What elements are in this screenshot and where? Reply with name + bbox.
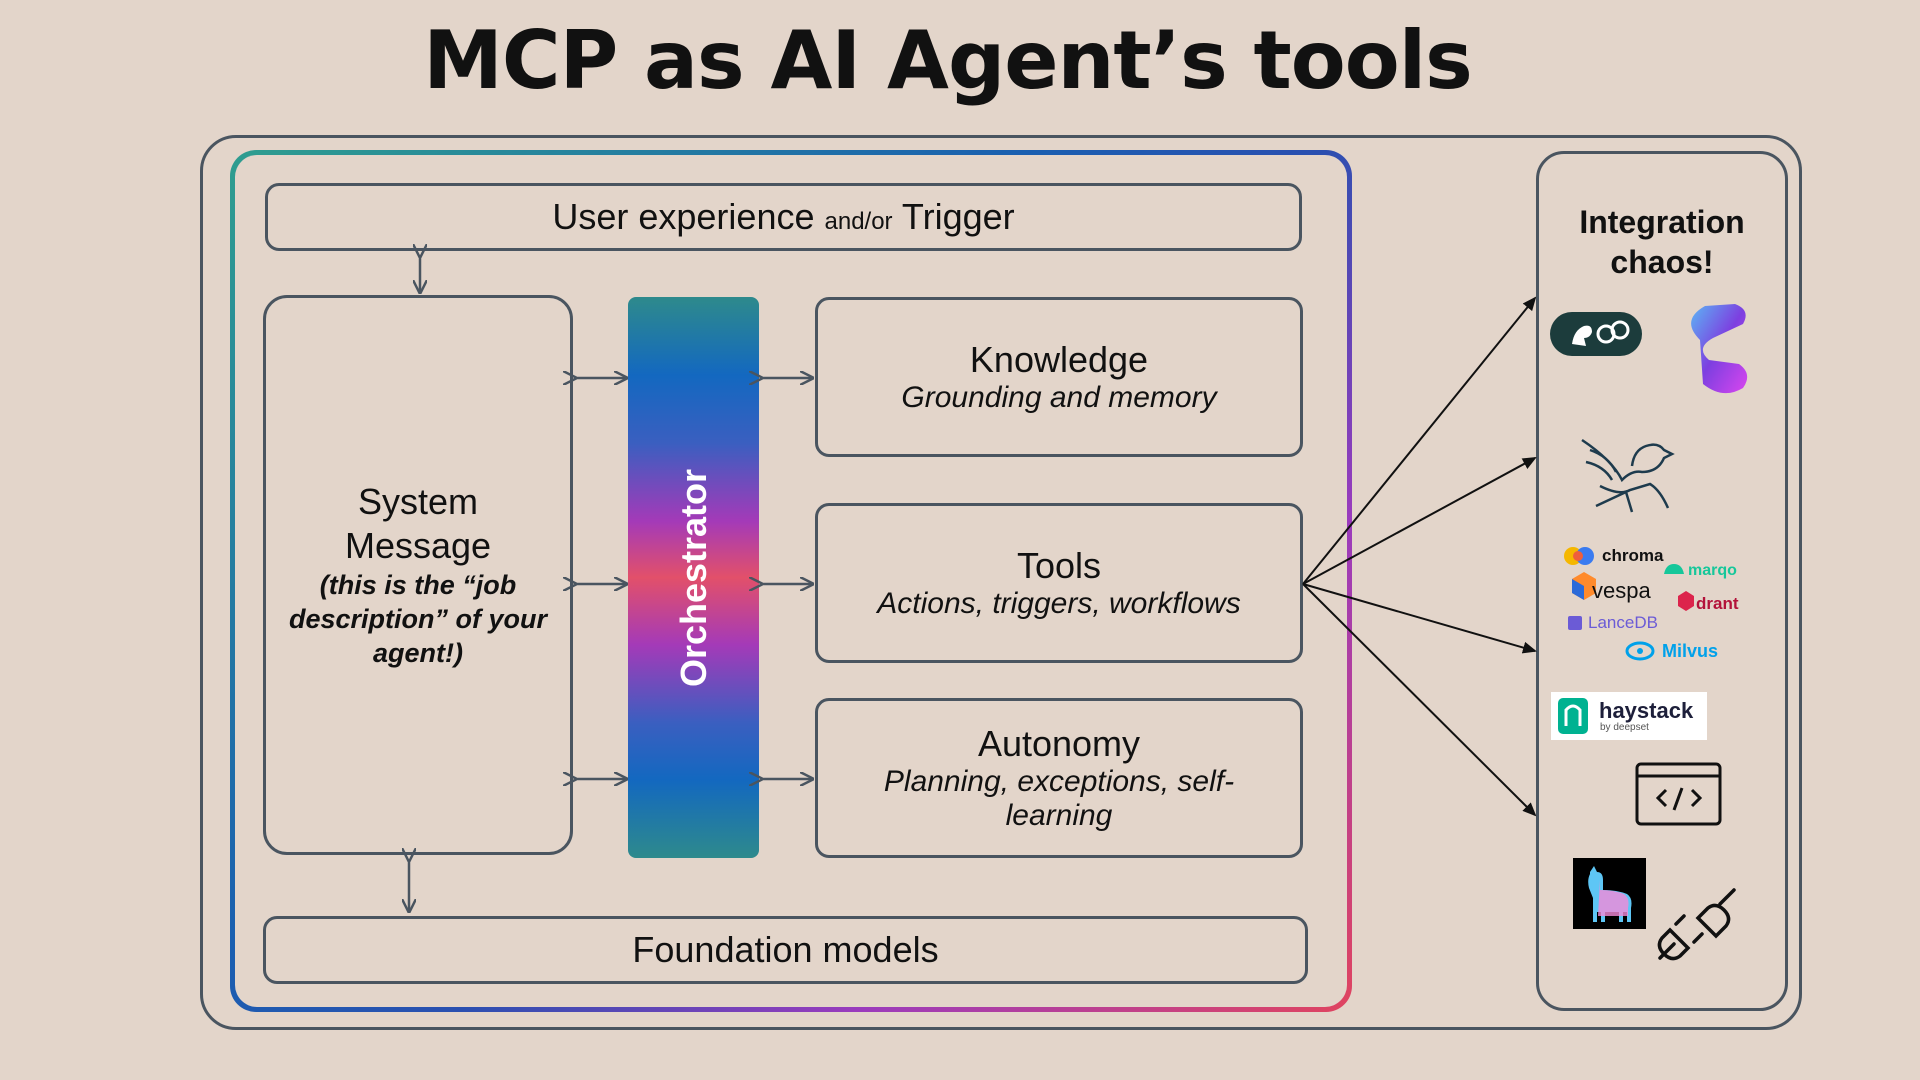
tools-title: Tools [1016,545,1102,586]
slide-title: MCP as AI Agent’s tools [423,14,1472,107]
qdrant-label: drant [1696,594,1739,613]
system-message-title: System Message [344,481,492,566]
vespa-icon [1572,572,1596,600]
milvus-label: Milvus [1662,641,1719,661]
tools-integration-arrow-2 [1302,457,1537,585]
autonomy-box: Autonomy Planning, exceptions, self-lear… [815,698,1303,858]
vespa-label: vespa [1592,578,1651,603]
lancedb-icon [1568,616,1582,630]
chroma-label: chroma [1602,546,1664,565]
tools-integration-arrow-1 [1302,296,1537,585]
marqo-icon [1664,564,1684,574]
system-message-box: System Message (this is the “job descrip… [263,295,573,855]
plug-icon [1657,888,1736,961]
marqo-label: marqo [1688,562,1737,579]
haystack-sub-label: by deepset [1600,722,1649,733]
haystack-label: haystack [1599,698,1694,723]
tools-box: Tools Actions, triggers, workflows [815,503,1303,663]
orchestrator-bar: Orchestrator [628,297,759,858]
knowledge-box: Knowledge Grounding and memory [815,297,1303,457]
milvus-icon [1625,641,1655,661]
lancedb-label: LanceDB [1588,613,1658,632]
haystack-icon [1551,692,1707,740]
bird-icon [1581,438,1675,513]
autonomy-subtitle: Planning, exceptions, self-learning [883,765,1235,832]
ux-label-a: User experience [552,196,815,237]
code-window-icon [1635,762,1722,826]
autonomy-title: Autonomy [977,723,1141,764]
user-experience-box: User experience and/or Trigger [265,183,1302,251]
foundation-models-box: Foundation models [263,916,1308,984]
outer-frame [200,135,1802,1030]
knowledge-title: Knowledge [969,339,1149,380]
ux-label-b: Trigger [901,196,1015,237]
ux-label-small: and/or [824,208,893,235]
chroma-icon [1564,547,1594,565]
tools-integration-arrow-3 [1302,583,1537,654]
integration-title: Integration chaos! [1579,204,1745,280]
knowledge-subtitle: Grounding and memory [901,381,1217,414]
foundation-models-label: Foundation models [632,929,939,970]
langchain-icon [1550,312,1642,356]
semantic-kernel-icon [1691,304,1748,394]
tools-subtitle: Actions, triggers, workflows [877,587,1241,620]
integration-panel [1536,151,1788,1011]
qdrant-icon [1678,591,1694,611]
tools-integration-arrow-4 [1302,583,1537,817]
system-message-note: (this is the “job description” of your a… [288,570,548,668]
llama-icon [1573,858,1646,929]
